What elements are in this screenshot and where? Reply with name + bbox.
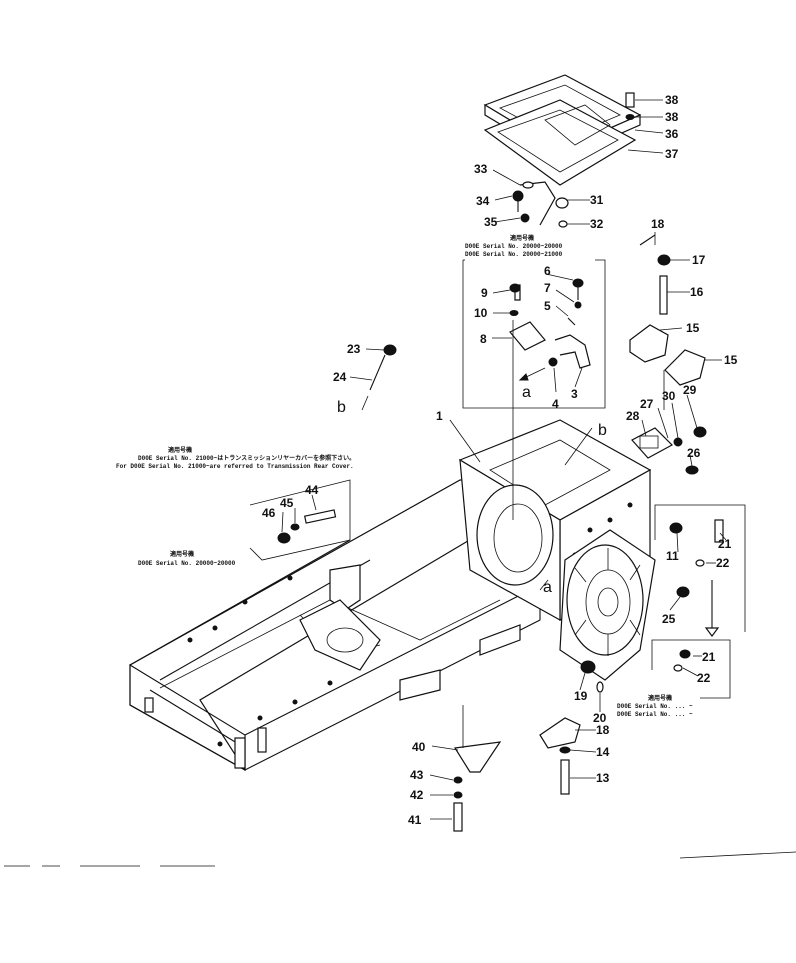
serial-note-left-box-line-1: D00E Serial No. 20000~20000 xyxy=(138,560,236,567)
callout-numbers: 1 3 4 5 6 7 8 9 10 11 13 14 15 15 16 17 … xyxy=(262,93,738,827)
callout-22-a: 22 xyxy=(716,556,730,570)
callout-14: 14 xyxy=(596,745,610,759)
callout-4: 4 xyxy=(552,397,559,411)
serial-note-top-line-2: D00E Serial No. 20000~21000 xyxy=(465,251,563,258)
callout-28: 28 xyxy=(626,409,640,423)
serial-note-left-heading: 適用号機 xyxy=(168,446,192,454)
serial-note-top-line-1: D00E Serial No. 20000~20000 xyxy=(465,243,563,250)
callout-44: 44 xyxy=(305,483,319,497)
callout-38-b: 38 xyxy=(665,110,679,124)
callout-10: 10 xyxy=(474,306,488,320)
callout-34: 34 xyxy=(476,194,490,208)
callout-33: 33 xyxy=(474,162,488,176)
callout-18-a: 18 xyxy=(651,217,665,231)
serial-note-top-heading: 適用号機 xyxy=(510,234,534,242)
ref-letter-b-2: b xyxy=(598,422,607,439)
callout-3: 3 xyxy=(571,387,578,401)
reference-letters: a a b b xyxy=(337,384,607,596)
callout-37: 37 xyxy=(665,147,679,161)
serial-note-right-box-line-2: D00E Serial No. ... ~ xyxy=(617,711,693,718)
linkage-parts xyxy=(512,181,569,228)
callout-6: 6 xyxy=(544,264,551,278)
callout-22-b: 22 xyxy=(697,671,711,685)
callout-38-a: 38 xyxy=(665,93,679,107)
callout-43: 43 xyxy=(410,768,424,782)
callout-16: 16 xyxy=(690,285,704,299)
serial-note-top: 適用号機 D00E Serial No. 20000~20000 D00E Se… xyxy=(465,234,563,258)
serial-note-left-main: 適用号機 D00E Serial No. 21000~はトランスミッションリヤー… xyxy=(116,446,355,470)
callout-9: 9 xyxy=(481,286,488,300)
callout-30: 30 xyxy=(662,389,676,403)
callout-7: 7 xyxy=(544,281,551,295)
rear-cover xyxy=(559,529,656,681)
callout-24: 24 xyxy=(333,370,347,384)
ref-letter-a-1: a xyxy=(522,384,531,401)
right-bolts xyxy=(651,504,746,699)
callout-42: 42 xyxy=(410,788,424,802)
callout-36: 36 xyxy=(665,127,679,141)
callout-31: 31 xyxy=(590,193,604,207)
callout-46: 46 xyxy=(262,506,276,520)
callout-27: 27 xyxy=(640,397,654,411)
callout-21-b: 21 xyxy=(702,650,716,664)
callout-35: 35 xyxy=(484,215,498,229)
callout-29: 29 xyxy=(683,383,697,397)
callout-32: 32 xyxy=(590,217,604,231)
callout-18-b: 18 xyxy=(596,723,610,737)
callout-40: 40 xyxy=(412,740,426,754)
ref-letter-a-2: a xyxy=(543,579,552,596)
callout-45: 45 xyxy=(280,496,294,510)
callout-21-a: 21 xyxy=(718,537,732,551)
right-brackets xyxy=(629,234,707,475)
left-parts xyxy=(249,344,397,561)
top-cover-assembly xyxy=(483,74,642,186)
bottom-parts xyxy=(453,660,604,832)
callout-11: 11 xyxy=(666,549,679,563)
callout-25: 25 xyxy=(662,612,676,626)
serial-note-right-box-heading: 適用号機 xyxy=(648,694,672,702)
callout-15-b: 15 xyxy=(724,353,738,367)
callout-1: 1 xyxy=(436,409,443,423)
serial-note-right-box-line-1: D00E Serial No. ... ~ xyxy=(617,703,693,710)
serial-note-left-box: 適用号機 D00E Serial No. 20000~20000 xyxy=(138,550,236,567)
serial-note-right-box: 適用号機 D00E Serial No. ... ~ D00E Serial N… xyxy=(617,694,693,718)
serial-note-left-line-2: For D00E Serial No. 21000~are referred t… xyxy=(116,463,354,470)
callout-20: 20 xyxy=(593,711,607,725)
callout-8: 8 xyxy=(480,332,487,346)
bottom-edge-dashes xyxy=(4,851,796,867)
callout-23: 23 xyxy=(347,342,361,356)
callout-41: 41 xyxy=(408,813,422,827)
ref-letter-b-1: b xyxy=(337,399,346,416)
serial-note-left-line-1: D00E Serial No. 21000~はトランスミッションリヤーカバーを参… xyxy=(138,454,355,462)
callout-26: 26 xyxy=(687,446,701,460)
callout-5: 5 xyxy=(544,299,551,313)
callout-17: 17 xyxy=(692,253,706,267)
callout-13: 13 xyxy=(596,771,610,785)
serial-note-left-box-heading: 適用号機 xyxy=(170,550,194,558)
detail-box-shift-parts xyxy=(462,259,606,520)
callout-19: 19 xyxy=(574,689,588,703)
leader-lines xyxy=(281,99,727,820)
callout-15-a: 15 xyxy=(686,321,700,335)
